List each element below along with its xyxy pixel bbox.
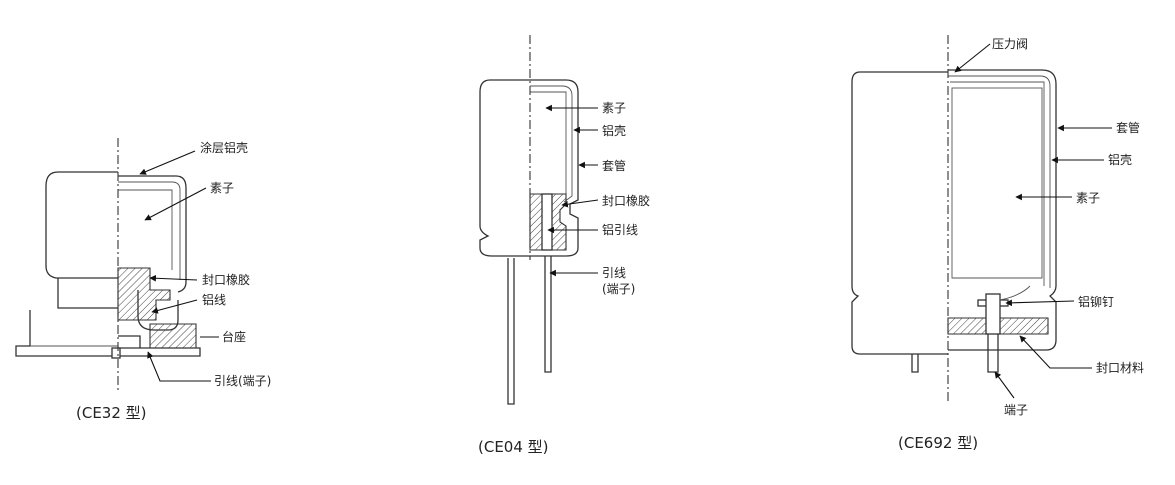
ce04-label-lead: 引线 (602, 266, 626, 280)
ce692-label-sealing-material: 封口材料 (1096, 361, 1144, 375)
ce692-label-terminal: 端子 (1004, 403, 1028, 417)
ce32-caption: (CE32 型) (76, 404, 147, 422)
ce04-label-aluminum-lead: 铝引线 (602, 222, 638, 237)
ce692-label-aluminum-rivet: 铝铆钉 (1078, 294, 1114, 309)
ce04-diagram: 素子 铝壳 套管 封口橡胶 铝引线 引线 (端子) (CE04 型) (478, 35, 650, 456)
ce692-drawing (851, 35, 1057, 402)
ce32-label-element: 素子 (210, 181, 234, 195)
ce32-label-aluminum-wire: 铝线 (202, 292, 226, 307)
ce04-label-terminal: (端子) (602, 282, 635, 296)
ce04-label-sealing-rubber: 封口橡胶 (602, 193, 650, 208)
ce692-label-sleeve: 套管 (1116, 120, 1140, 135)
ce04-label-element: 素子 (602, 101, 626, 115)
ce04-label-sleeve: 套管 (602, 158, 626, 173)
ce32-diagram: 涂层铝壳 素子 封口橡胶 铝线 台座 引线(端子) (CE32 型) (15, 138, 271, 422)
ce32-label-base: 台座 (222, 329, 246, 344)
ce04-label-aluminum-can: 铝壳 (602, 123, 626, 138)
ce32-drawing (15, 138, 201, 390)
ce32-label-sealing-rubber: 封口橡胶 (202, 272, 250, 287)
ce04-drawing (479, 35, 579, 405)
ce692-label-aluminum-can: 铝壳 (1108, 152, 1132, 167)
ce692-diagram: 压力阀 套管 铝壳 素子 铝铆钉 封口材料 端子 (CE692 型) (851, 35, 1144, 452)
ce692-label-pressure-valve: 压力阀 (992, 37, 1028, 51)
ce692-caption: (CE692 型) (898, 434, 978, 452)
ce04-caption: (CE04 型) (478, 438, 549, 456)
ce692-label-element: 素子 (1076, 191, 1100, 205)
ce32-label-coated-can: 涂层铝壳 (200, 140, 248, 155)
ce32-label-lead-terminal: 引线(端子) (214, 374, 271, 388)
